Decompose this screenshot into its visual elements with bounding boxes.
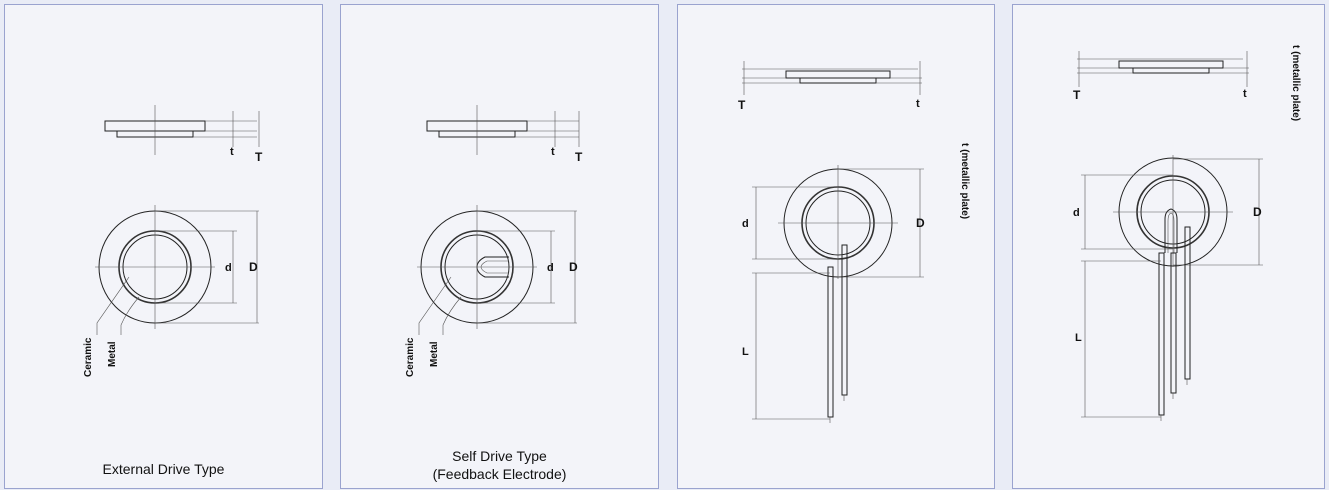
front-view: d D Ceramic Metal: [83, 205, 259, 377]
side-view: t T: [426, 105, 583, 164]
panel-lead-wire-2: T t t (metallic plate) d D: [677, 4, 995, 489]
label-ceramic: Ceramic: [405, 337, 416, 377]
label-D: D: [249, 260, 258, 274]
label-metal: Metal: [429, 341, 440, 367]
label-t: t: [551, 146, 555, 158]
panel-lead-wire-3: T t t (metallic plate) d D: [1012, 4, 1325, 489]
caption-self-drive-line2: (Feedback Electrode): [432, 466, 567, 482]
side-view: t T: [104, 105, 263, 164]
panel-external-drive: t T d D Ceramic Metal External Drive Typ…: [4, 4, 323, 489]
lead-wire-3-drawing: T t t (metallic plate) d D: [1073, 45, 1301, 421]
label-L: L: [1075, 332, 1082, 344]
caption-external-drive: External Drive Type: [102, 461, 225, 477]
label-D: D: [1253, 205, 1262, 219]
label-d: d: [225, 262, 232, 274]
label-L: L: [742, 346, 749, 358]
side-view: T t t (metallic plate): [1073, 45, 1301, 121]
caption-self-drive-line1: Self Drive Type: [452, 448, 547, 464]
front-view: d D Ceramic Metal: [405, 205, 578, 377]
label-D: D: [569, 260, 578, 274]
label-T: T: [738, 98, 746, 112]
label-t: t: [916, 98, 920, 110]
label-t-metallic-plate: t (metallic plate): [959, 143, 970, 219]
label-t-metallic-plate: t (metallic plate): [1290, 45, 1301, 121]
external-drive-drawing: t T d D Ceramic Metal: [83, 105, 263, 377]
label-T: T: [255, 150, 263, 164]
side-view: T t t (metallic plate): [738, 61, 970, 219]
label-ceramic: Ceramic: [83, 337, 94, 377]
lead-wire-2-drawing: T t t (metallic plate) d D: [738, 61, 970, 423]
label-d: d: [1073, 207, 1080, 219]
label-T: T: [575, 150, 583, 164]
label-t: t: [230, 146, 234, 158]
label-d: d: [742, 218, 749, 230]
front-view: d D L: [742, 165, 925, 423]
label-D: D: [916, 216, 925, 230]
label-T: T: [1073, 88, 1081, 102]
label-d: d: [547, 262, 554, 274]
front-view: d D L: [1073, 155, 1263, 421]
self-drive-drawing: t T d D Ceramic Metal: [405, 105, 583, 377]
label-metal: Metal: [107, 341, 118, 367]
panel-self-drive: t T d D Ceramic Metal Self Drive Type (F…: [340, 4, 659, 489]
label-t: t: [1243, 88, 1247, 100]
